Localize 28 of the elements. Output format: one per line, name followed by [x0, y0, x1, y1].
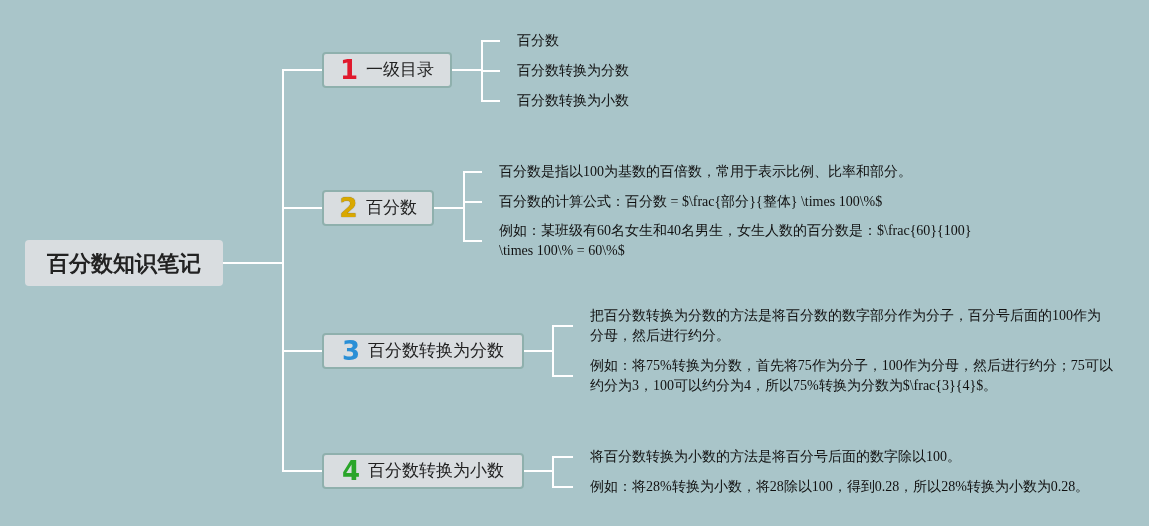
subtopic-text: 将百分数转换为小数的方法是将百分号后面的数字除以100。: [590, 448, 961, 466]
connector-line: [433, 207, 483, 242]
subtopic-text: 百分数转换为分数: [517, 62, 629, 80]
topic-box: [322, 333, 524, 369]
subtopic-text: 百分数: [517, 32, 559, 50]
connector-line: [523, 470, 574, 488]
connector-line: [451, 69, 501, 102]
subtopic-text: 百分数转换为小数: [517, 92, 629, 110]
topic-number: 3: [341, 338, 361, 364]
subtopic-text: 例如：某班级有60名女生和40名男生，女生人数的百分数是：$\frac{60}{100} \times 100\% = 60\%$: [499, 222, 973, 260]
subtopic-text: 例如：将28%转换为小数，将28除以100，得到0.28，所以28%转换为小数为0.28。: [590, 478, 1090, 496]
subtopic-text: 例如：将75%转换为分数，首先将75作为分子，100作为分母，然后进行约分；75可以约分为3，100可以约分为4，所以75%转换为分数为$\frac{3}{4}$。: [590, 357, 1113, 395]
connector-line: [222, 262, 323, 472]
connector-line: [523, 350, 574, 377]
topic-number: 2: [339, 195, 358, 221]
topic-box: [322, 190, 434, 226]
topic-number: 4: [341, 458, 361, 484]
topic-title: 百分数转换为小数: [368, 459, 505, 483]
topic-title: 百分数: [365, 196, 417, 220]
subtopic-text: 百分数是指以100为基数的百倍数，常用于表示比例、比率和部分。: [499, 163, 912, 181]
topic-number: 1: [339, 57, 359, 83]
topic-box: [322, 52, 452, 88]
topic-box: [322, 453, 524, 489]
topic-title: 一级目录: [366, 58, 435, 82]
root-topic-box: 百分数知识笔记: [25, 240, 223, 286]
topic-title: 百分数转换为分数: [368, 339, 505, 363]
subtopic-text: 把百分数转换为分数的方法是将百分数的数字部分作为分子，百分号后面的100作为分母，然后进行约分。: [590, 307, 1102, 345]
subtopic-text: 百分数的计算公式：百分数 = $\frac{部分}{整体} \times 100\%$: [499, 193, 883, 211]
